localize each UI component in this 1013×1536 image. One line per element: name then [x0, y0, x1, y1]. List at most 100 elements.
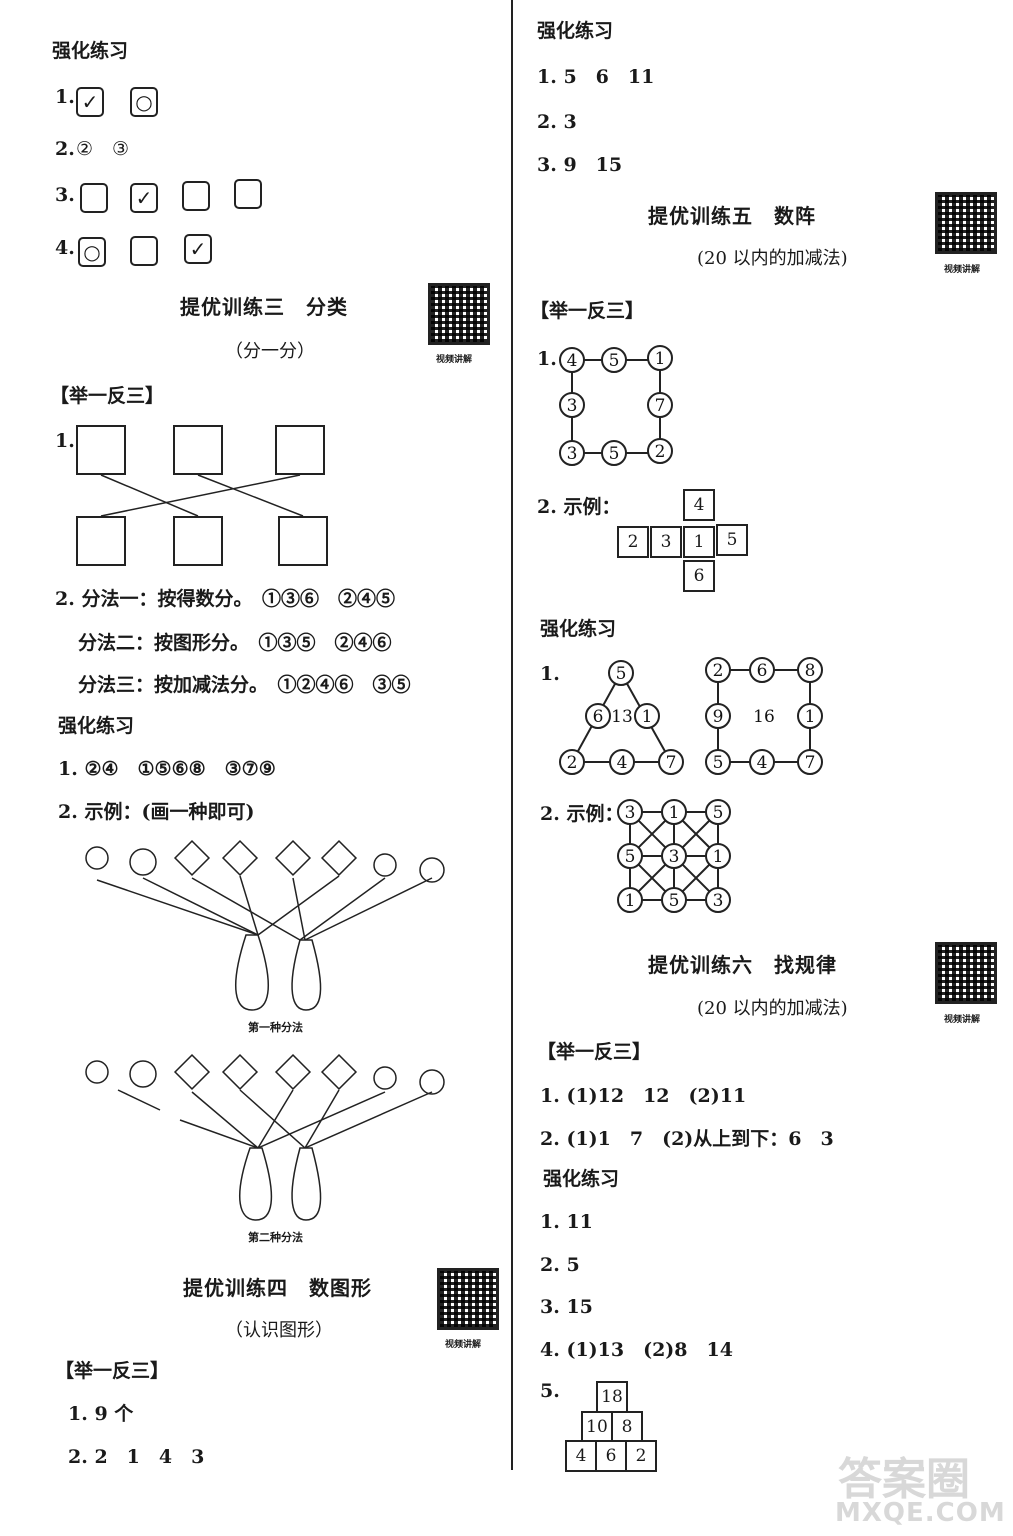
tri-top: 5 [616, 664, 627, 684]
r-d3: 3. 15 [540, 1296, 593, 1318]
qr-code-icon [437, 1268, 499, 1330]
sq2-bot-1: 4 [757, 753, 768, 773]
qr-caption: 视频讲解 [445, 1340, 482, 1350]
sq1-mid-0: 3 [567, 396, 578, 416]
r-a2-label: 2. 示例： [537, 496, 621, 518]
sq2-top-2: 8 [805, 661, 816, 681]
sq2-mid-1: 1 [805, 707, 816, 727]
grid-cell: 3 [669, 847, 680, 867]
jyfs-heading: 【举一反三】 [55, 1360, 170, 1382]
r-q2: 2. 3 [537, 111, 577, 133]
flower-vase-figure-2 [85, 1053, 445, 1221]
section-title-5: 提优训练五 数阵 [648, 204, 816, 228]
section-title-qianghua-2: 强化练习 [540, 618, 617, 640]
picture-card-icon [173, 516, 223, 566]
answer-box-check: ✓ [184, 234, 212, 264]
matching-lines [100, 474, 304, 517]
cross-cell: 5 [716, 524, 748, 556]
tri-left-mid: 6 [593, 707, 604, 727]
section-title-3: 提优训练三 分类 [180, 295, 348, 319]
r-b1-label: 1. [540, 663, 560, 685]
r-c1: 1. (1)12 12 (2)11 [540, 1085, 747, 1107]
r-d1: 1. 11 [540, 1211, 593, 1233]
pyramid-cell: 18 [596, 1381, 628, 1413]
column-divider [511, 0, 513, 1470]
sq1-bot-2: 2 [655, 442, 666, 462]
r-d4: 4. (1)13 (2)8 14 [540, 1339, 733, 1361]
answer-box-empty [234, 179, 262, 209]
watermark-url: MXQE.COM [835, 1498, 1006, 1528]
sec4-q2: 2. 2 1 4 3 [68, 1446, 205, 1468]
r-c2: 2. (1)1 7 (2)从上到下：6 3 [540, 1128, 834, 1150]
picture-card-icon [76, 425, 126, 475]
grid-cell: 3 [625, 803, 636, 823]
cross-cell: 3 [650, 526, 682, 558]
jyfs-heading: 【举一反三】 [530, 300, 645, 322]
grid-cell: 1 [625, 891, 636, 911]
sq2-bot-0: 5 [713, 753, 724, 773]
section-subtitle-4: （认识图形） [225, 1320, 333, 1341]
q1-label: 1. [55, 86, 75, 108]
sq2-top-1: 6 [757, 661, 768, 681]
r-a1-label: 1. [537, 348, 557, 370]
q2-label: 2. [55, 138, 75, 160]
tri-center: 13 [611, 707, 633, 727]
sq1-top-0: 4 [567, 351, 578, 371]
r-b2-label: 2. 示例： [540, 803, 624, 825]
cross-cell: 2 [617, 526, 649, 558]
answer-box-check: ✓ [76, 87, 104, 117]
picture-card-icon [76, 516, 126, 566]
answer-box-empty [182, 181, 210, 211]
q2-line2: 分法二：按图形分。 ①③⑤ ②④⑥ [78, 632, 392, 654]
grid-cell: 1 [713, 847, 724, 867]
q2-line3: 分法三：按加减法分。 ①②④⑥ ③⑤ [78, 674, 411, 696]
r-q1: 1. 5 6 11 [537, 66, 655, 88]
answer-box-circle: ○ [130, 87, 158, 117]
qr-code-icon [935, 942, 997, 1004]
answer-box-empty [130, 236, 158, 266]
sq1-mid-1: 7 [655, 396, 666, 416]
qh2-q2: 2. 示例：(画一种即可) [58, 801, 255, 823]
pyramid-cell: 8 [611, 1411, 643, 1443]
grid-cell: 3 [713, 891, 724, 911]
qr-code-icon [428, 283, 490, 345]
section-title-6: 提优训练六 找规律 [648, 953, 837, 977]
sq2-top-0: 2 [713, 661, 724, 681]
pyramid-cell: 2 [625, 1440, 657, 1472]
cross-cell: 1 [683, 526, 715, 558]
q3-label: 3. [55, 184, 75, 206]
jyfs-heading: 【举一反三】 [50, 385, 165, 407]
section-title-4: 提优训练四 数图形 [183, 1276, 372, 1300]
pyramid-cell: 4 [565, 1440, 597, 1472]
section-title-qianghua: 强化练习 [537, 20, 614, 42]
grid-cell: 1 [669, 803, 680, 823]
cross-cell-top: 4 [683, 489, 715, 521]
sq1-bot-0: 3 [567, 444, 578, 464]
tri-bot-0: 2 [567, 753, 578, 773]
sq1-top-1: 5 [609, 351, 620, 371]
q4-label: 4. [55, 237, 75, 259]
sq2-center: 16 [753, 707, 775, 727]
pyramid-cell: 6 [595, 1440, 627, 1472]
picture-card-icon [278, 516, 328, 566]
picture-card-icon [275, 425, 325, 475]
figure-caption-1: 第一种分法 [248, 1021, 303, 1034]
qr-caption: 视频讲解 [944, 1015, 981, 1025]
q2-answer: ② ③ [76, 138, 130, 160]
section-subtitle-3: （分一分） [225, 341, 315, 362]
jyfs-heading: 【举一反三】 [537, 1041, 652, 1063]
answer-box-circle: ○ [78, 237, 106, 267]
pyramid-cell: 10 [581, 1411, 613, 1443]
section-subtitle-5: (20 以内的加减法) [697, 248, 848, 269]
qr-caption: 视频讲解 [944, 265, 981, 275]
cross-cell-bottom: 6 [683, 560, 715, 592]
section-title-qianghua-3: 强化练习 [543, 1168, 620, 1190]
sec4-q1: 1. 9 个 [68, 1403, 134, 1425]
flower-vase-figure-1 [85, 839, 445, 1011]
qh2-q1: 1. ②④ ①⑤⑥⑧ ③⑦⑨ [58, 758, 276, 780]
section-title-qianghua: 强化练习 [52, 40, 129, 62]
r-q3: 3. 9 15 [537, 154, 623, 176]
